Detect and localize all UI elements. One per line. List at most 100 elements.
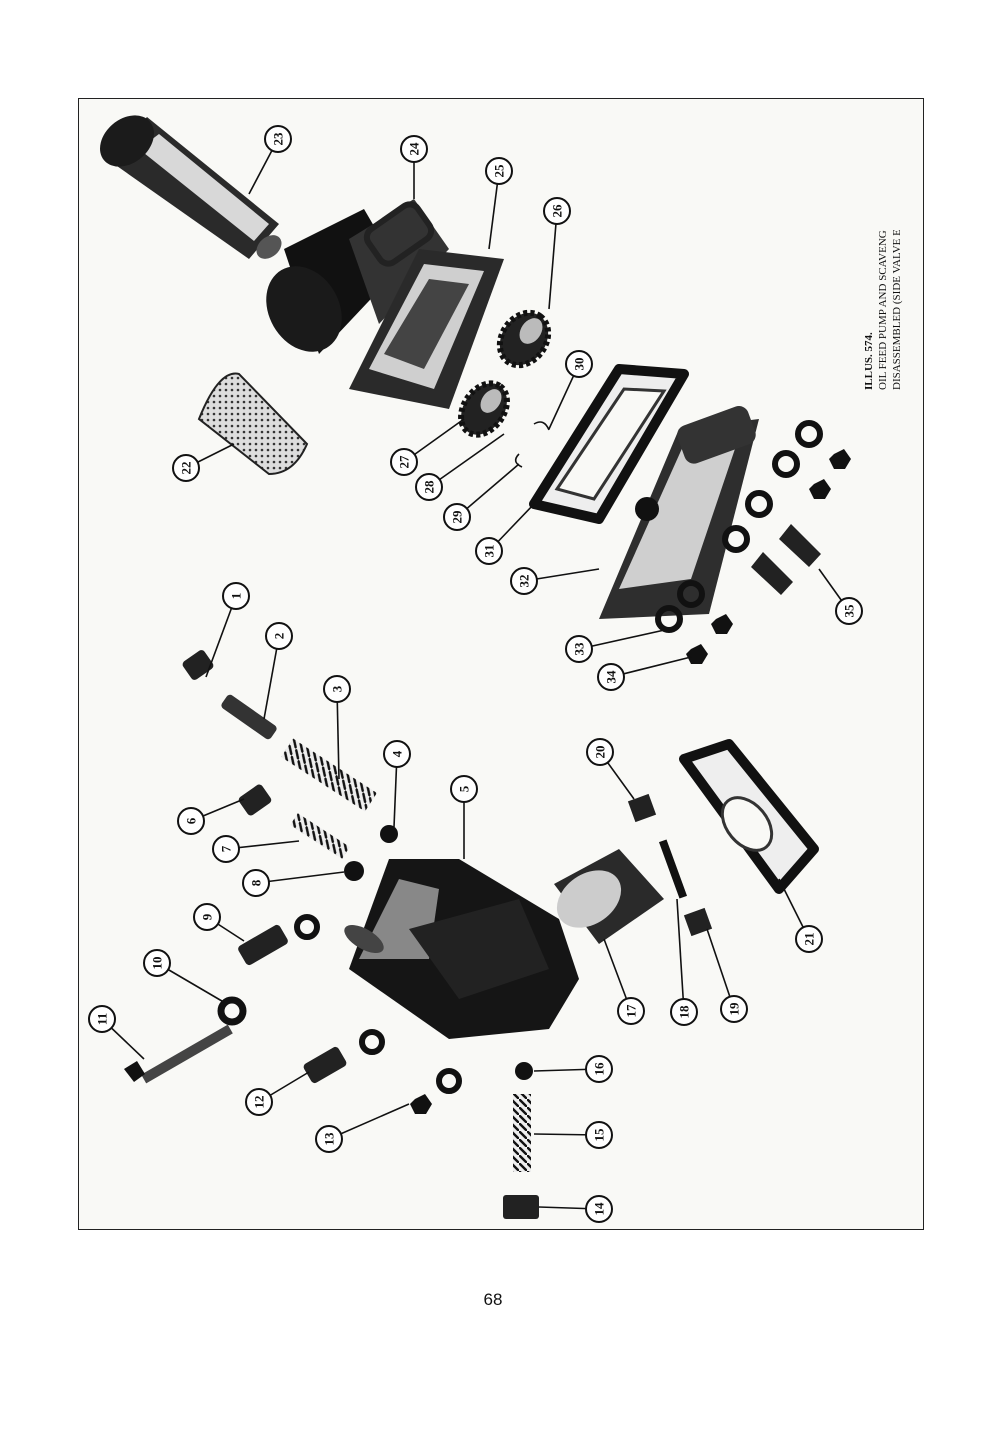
callout-circle-25 bbox=[485, 157, 513, 185]
callout-number-10: 10 bbox=[150, 957, 165, 970]
callout-number-35: 35 bbox=[842, 604, 857, 618]
callout-number-22: 22 bbox=[179, 462, 194, 475]
callout-number-16: 16 bbox=[592, 1062, 607, 1076]
callout-leader-18 bbox=[676, 898, 685, 1013]
callout-number-33: 33 bbox=[572, 642, 587, 656]
callout-leader-26 bbox=[548, 210, 558, 310]
callout-circle-20 bbox=[586, 738, 614, 766]
callout-circle-28 bbox=[415, 473, 443, 501]
callout-circle-26 bbox=[543, 197, 571, 225]
callout-33: 33 bbox=[565, 628, 670, 663]
callout-11: 11 bbox=[88, 1005, 145, 1060]
callout-circle-2 bbox=[265, 622, 293, 650]
callout-circle-9 bbox=[193, 903, 221, 931]
callout-circle-3 bbox=[323, 675, 351, 703]
washer-10 bbox=[217, 996, 247, 1026]
callout-number-20: 20 bbox=[593, 746, 608, 759]
valve-spring-3 bbox=[281, 738, 377, 812]
callout-10: 10 bbox=[143, 949, 228, 1005]
callout-circle-34 bbox=[597, 663, 625, 691]
callout-circle-6 bbox=[177, 807, 205, 835]
valve-plug-6 bbox=[238, 784, 272, 816]
callout-20: 20 bbox=[586, 738, 635, 800]
washer-13b bbox=[436, 1068, 462, 1094]
key-part-29 bbox=[514, 453, 523, 468]
callout-32: 32 bbox=[510, 567, 600, 595]
callout-5: 5 bbox=[450, 775, 478, 859]
callout-leader-3 bbox=[336, 688, 340, 780]
callout-6: 6 bbox=[177, 798, 245, 835]
callout-circle-7 bbox=[212, 835, 240, 863]
callout-15: 15 bbox=[533, 1121, 613, 1149]
callout-24: 24 bbox=[400, 135, 428, 199]
callout-number-17: 17 bbox=[624, 1004, 639, 1018]
valve-plug-1 bbox=[182, 650, 214, 680]
check-ball-8 bbox=[344, 861, 364, 881]
callout-18: 18 bbox=[670, 898, 698, 1026]
callout-27: 27 bbox=[390, 418, 465, 476]
callout-number-29: 29 bbox=[450, 510, 465, 524]
callout-circle-5 bbox=[450, 775, 478, 803]
caption-line-2: OIL FEED PUMP AND SCAVENGER PUMP bbox=[877, 230, 889, 390]
callout-circle-32 bbox=[510, 567, 538, 595]
callout-number-11: 11 bbox=[95, 1013, 110, 1025]
feed-pump-body bbox=[344, 859, 579, 1039]
callout-number-34: 34 bbox=[604, 670, 619, 684]
washer-and-nut-set-upper bbox=[655, 420, 851, 664]
caption-line-3: DISASSEMBLED (SIDE VALVE ENGINE) bbox=[891, 230, 903, 390]
callout-leader-28 bbox=[428, 433, 505, 488]
callout-34: 34 bbox=[597, 656, 692, 691]
callout-circle-11 bbox=[88, 1005, 116, 1033]
fitting-12 bbox=[303, 1046, 347, 1084]
exploded-parts-diagram bbox=[100, 115, 851, 1219]
scavenger-base-plate bbox=[599, 406, 759, 619]
callout-circle-18 bbox=[670, 998, 698, 1026]
scavenger-pump-body bbox=[349, 249, 504, 409]
feed-pump-gasket bbox=[679, 739, 819, 894]
callout-number-28: 28 bbox=[422, 480, 437, 494]
page-number: 68 bbox=[483, 1290, 503, 1309]
callout-26: 26 bbox=[543, 197, 571, 310]
callout-22: 22 bbox=[172, 443, 235, 482]
callout-number-27: 27 bbox=[397, 455, 412, 469]
callout-circle-12 bbox=[245, 1088, 273, 1116]
vane-20 bbox=[627, 793, 657, 823]
callout-number-15: 15 bbox=[592, 1128, 607, 1142]
callout-circle-35 bbox=[835, 597, 863, 625]
callout-circle-15 bbox=[585, 1121, 613, 1149]
callout-3: 3 bbox=[323, 675, 351, 780]
callout-circle-10 bbox=[143, 949, 171, 977]
callout-13: 13 bbox=[315, 1103, 410, 1153]
nut-13 bbox=[410, 1094, 432, 1114]
figure-caption: ILLUS. 574. OIL FEED PUMP AND SCAVENGER … bbox=[862, 184, 922, 391]
callout-35: 35 bbox=[818, 568, 863, 625]
fitting-9 bbox=[238, 924, 288, 966]
callout-19: 19 bbox=[706, 928, 748, 1023]
callout-number-31: 31 bbox=[482, 545, 497, 558]
callout-circle-30 bbox=[565, 350, 593, 378]
callout-circle-1 bbox=[222, 582, 250, 610]
callout-circle-8 bbox=[242, 869, 270, 897]
callout-circle-21 bbox=[795, 925, 823, 953]
callout-number-18: 18 bbox=[677, 1005, 692, 1019]
callout-number-21: 21 bbox=[802, 933, 817, 946]
callout-number-8: 8 bbox=[249, 879, 264, 886]
bolt-11 bbox=[124, 1024, 233, 1084]
callout-16: 16 bbox=[533, 1055, 613, 1083]
callout-leader-8 bbox=[255, 871, 345, 884]
callout-number-12: 12 bbox=[252, 1096, 267, 1109]
callout-number-19: 19 bbox=[727, 1002, 742, 1016]
callout-number-9: 9 bbox=[200, 913, 215, 920]
callout-number-7: 7 bbox=[219, 845, 234, 852]
washer-9b bbox=[294, 914, 320, 940]
pin-18 bbox=[658, 839, 688, 899]
callout-number-1: 1 bbox=[229, 593, 244, 600]
scavenger-pump-cover bbox=[266, 199, 449, 354]
callout-number-32: 32 bbox=[517, 575, 532, 588]
drive-gear-shaft bbox=[100, 115, 282, 259]
callout-number-24: 24 bbox=[407, 142, 422, 156]
callout-1: 1 bbox=[205, 582, 250, 678]
callout-number-25: 25 bbox=[492, 164, 507, 178]
callout-number-6: 6 bbox=[184, 817, 199, 824]
